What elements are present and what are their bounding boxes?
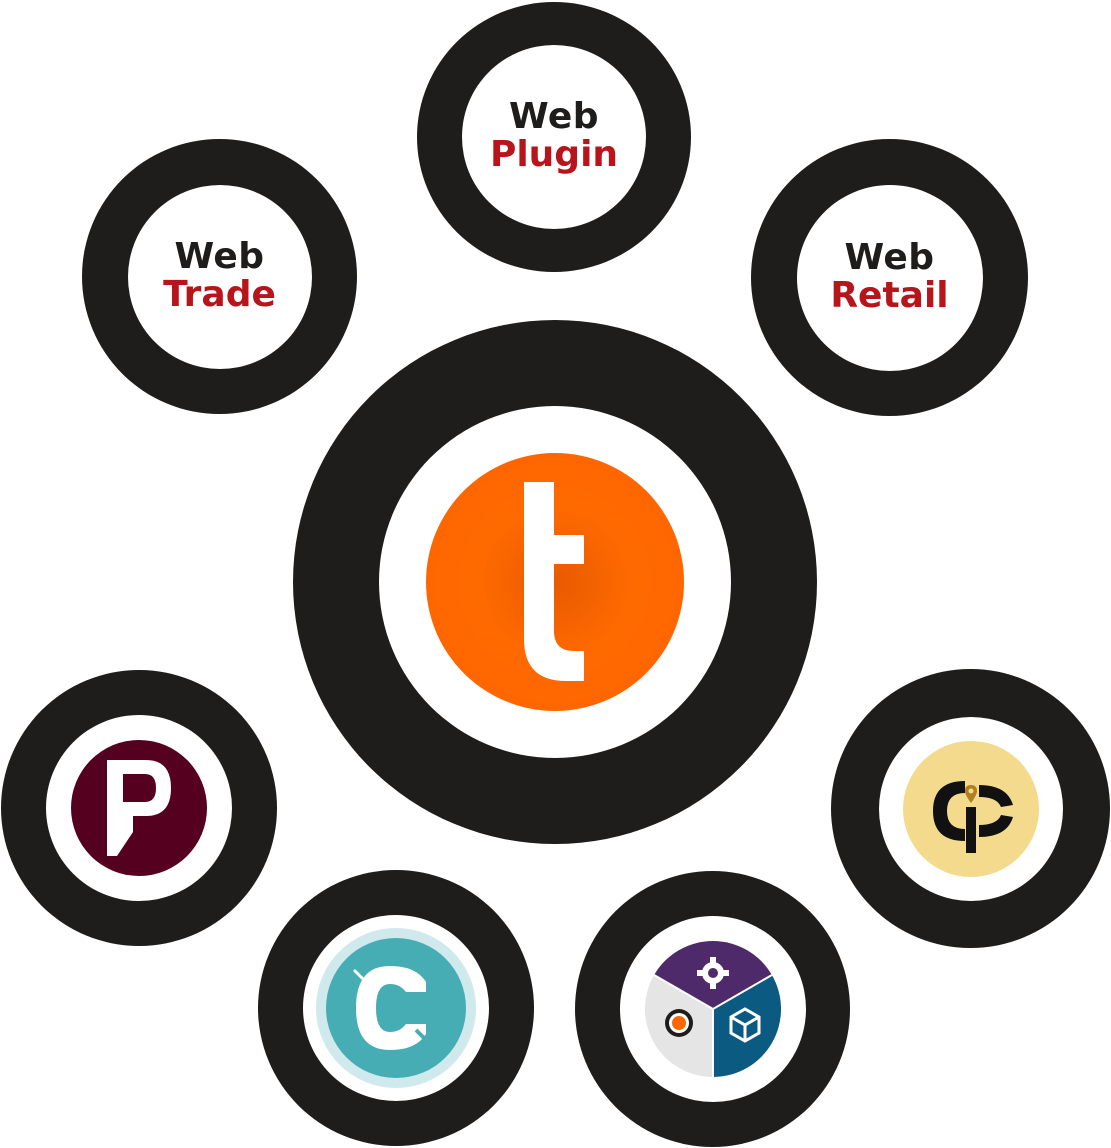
- web-trade-node[interactable]: Web Trade: [82, 139, 357, 414]
- web-plugin-line2: Plugin: [489, 134, 619, 175]
- web-trade-line2: Trade: [163, 273, 276, 315]
- web-plugin-line1: Web: [508, 96, 600, 137]
- web-retail-node[interactable]: Web Retail: [751, 139, 1028, 416]
- tri-logo-inner: [619, 916, 806, 1102]
- ci-logo-node[interactable]: [831, 669, 1110, 948]
- tri-segment-logo-icon: [644, 941, 781, 1077]
- web-retail-line1: Web: [844, 236, 935, 278]
- p-letter-logo-icon: [71, 740, 207, 876]
- web-retail-inner: Web Retail: [796, 184, 983, 371]
- c-logo-node[interactable]: [258, 870, 534, 1146]
- p-logo-node[interactable]: [1, 670, 277, 946]
- web-retail-line2: Retail: [830, 274, 949, 316]
- teal-c-logo-icon: [316, 928, 476, 1088]
- p-logo-inner: [46, 715, 232, 901]
- ci-pin-logo-icon: [902, 740, 1039, 877]
- orange-t-logo-icon[interactable]: [426, 453, 684, 711]
- tri-logo-node[interactable]: [575, 871, 850, 1147]
- hub-inner: [379, 406, 731, 758]
- c-logo-inner: [303, 915, 489, 1101]
- hub-ring: [293, 320, 817, 844]
- web-trade-line1: Web: [174, 235, 265, 277]
- ci-logo-inner: [878, 716, 1063, 901]
- web-plugin-node[interactable]: Web Plugin: [417, 2, 691, 272]
- web-trade-inner: Web Trade: [127, 184, 312, 369]
- web-plugin-inner: Web Plugin: [462, 45, 646, 229]
